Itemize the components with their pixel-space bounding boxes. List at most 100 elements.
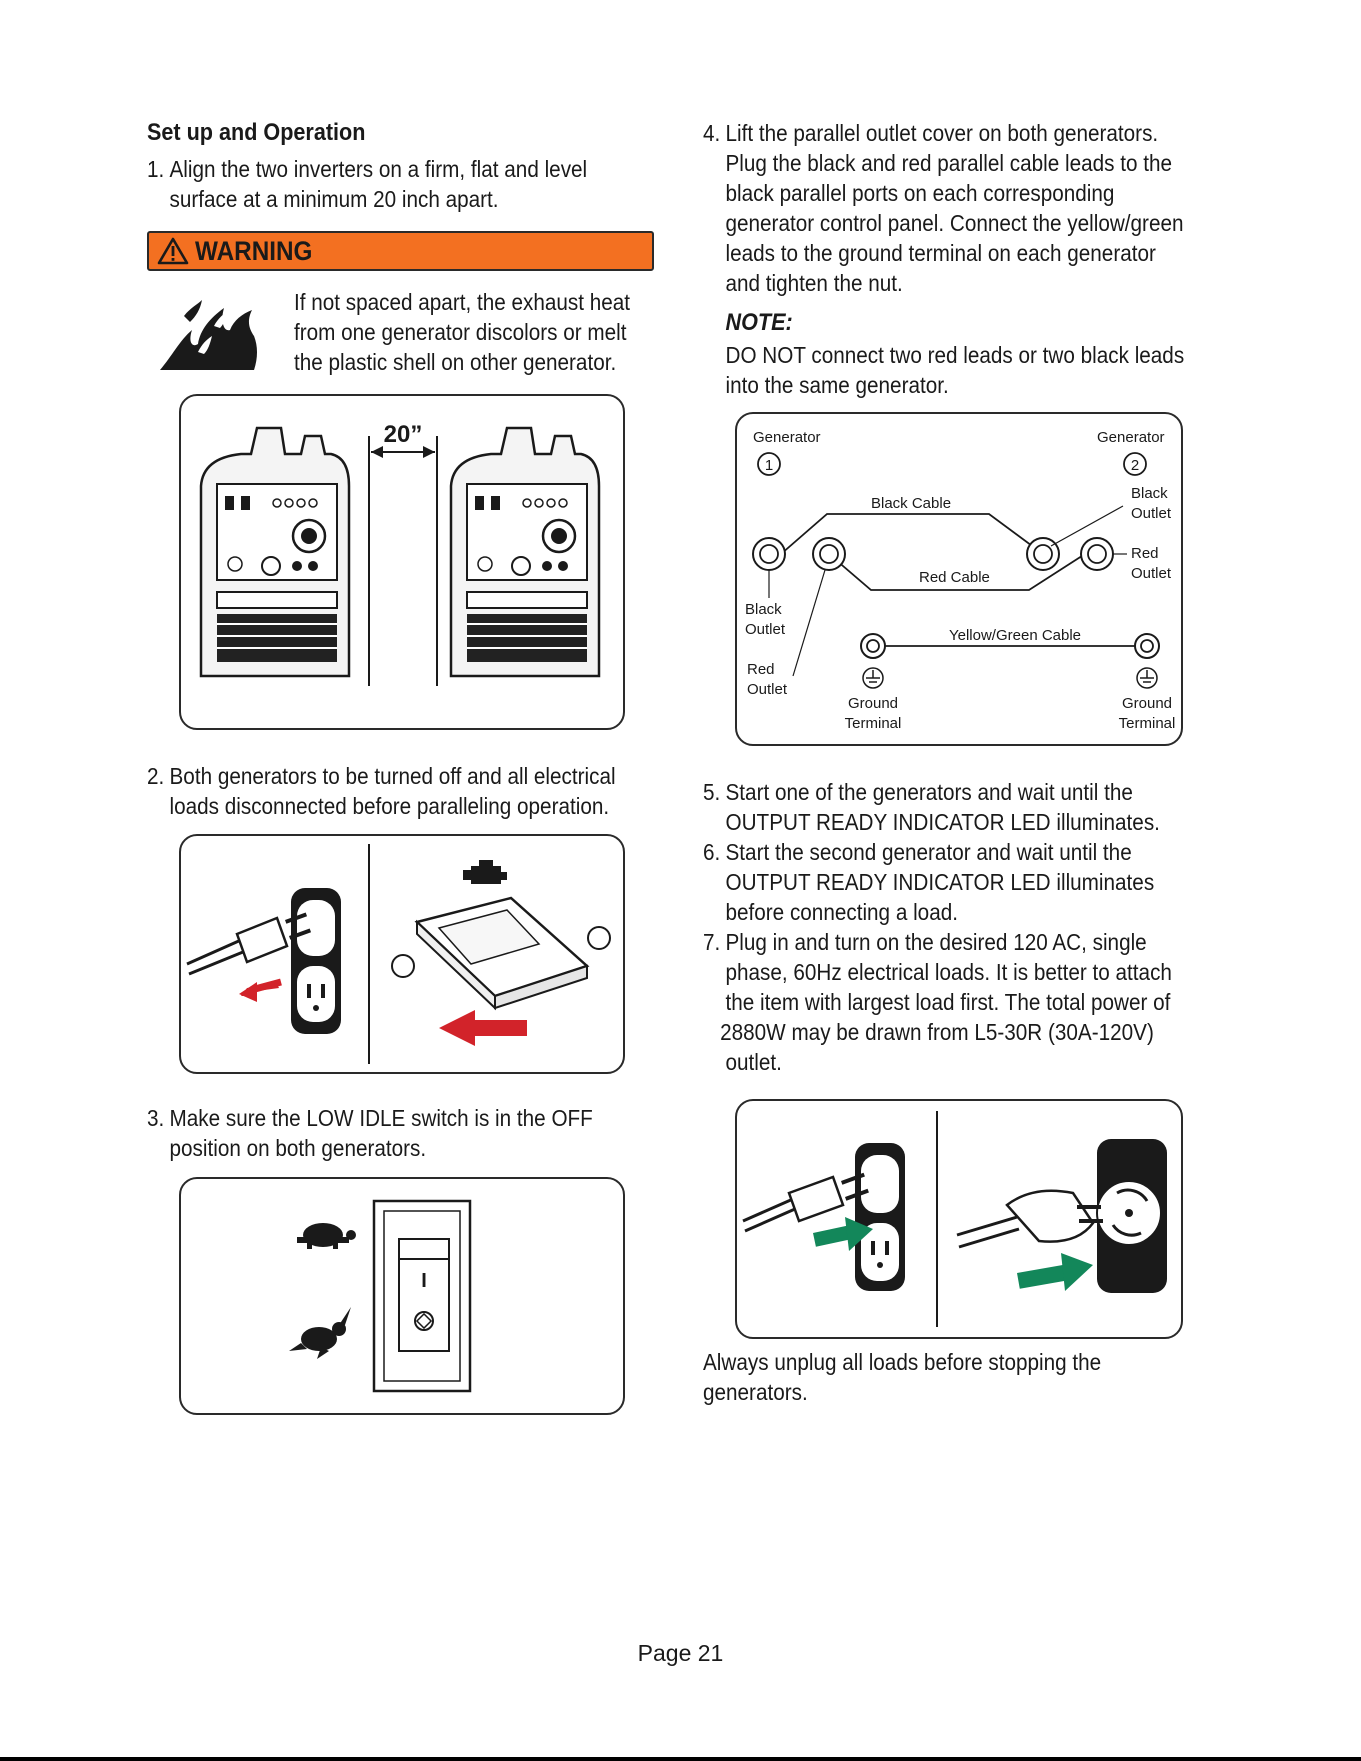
distance-label: 20”: [384, 421, 423, 448]
wiring-illustration: Generator 1 Generator 2 Black Cable Red …: [745, 429, 1176, 732]
connect-loads-figure: [735, 1099, 1183, 1339]
step-line: OUTPUT READY INDICATOR LED illuminates.: [725, 809, 1160, 835]
generator-1-number: 1: [765, 457, 773, 474]
power-plug: [742, 1172, 869, 1233]
wall-outlet: [291, 888, 341, 1034]
step-line: before connecting a load.: [725, 899, 958, 925]
fire-hazard-icon: [160, 300, 257, 370]
wall-outlet: [855, 1143, 905, 1291]
step-line: 2880W may be drawn from L5-30R (30A-120V…: [720, 1019, 1154, 1045]
twist-lock-outlet: [1096, 1139, 1167, 1293]
gen2-black-outlet: [1026, 537, 1060, 571]
step-line: surface at a minimum 20 inch apart.: [169, 186, 499, 212]
warning-line: If not spaced apart, the exhaust heat: [294, 289, 631, 315]
power-plug: [186, 912, 312, 976]
green-arrow-icon: [1017, 1253, 1093, 1291]
ground-symbol-icon: [862, 667, 884, 689]
note-line: DO NOT connect two red leads or two blac…: [725, 342, 1185, 368]
step-5: 5. Start one of the generators and wait …: [703, 777, 1223, 837]
generator-1-label: Generator: [753, 429, 821, 446]
yellow-green-cable-label: Yellow/Green Cable: [949, 627, 1081, 644]
warning-triangle-icon: [157, 237, 189, 265]
gen2-ground-label-1: Ground: [1122, 695, 1172, 712]
generator-left: [199, 426, 351, 678]
step-line: the item with largest load first. The to…: [725, 989, 1171, 1015]
step-line: leads to the ground terminal on each gen…: [725, 240, 1156, 266]
rocker-switch: [414, 896, 590, 1011]
step-number: 2.: [147, 763, 165, 789]
step-line: loads disconnected before paralleling op…: [169, 793, 610, 819]
section-title: Set up and Operation: [147, 119, 366, 146]
gen1-black-outlet: [752, 537, 786, 571]
step-line: and tighten the nut.: [725, 270, 903, 296]
gen2-black-outlet-label-2: Outlet: [1131, 505, 1172, 522]
note-title: NOTE:: [725, 309, 793, 336]
gen1-ground-label-1: Ground: [848, 695, 898, 712]
connect-loads-illustration: [742, 1111, 1167, 1327]
closing-text: Always unplug all loads before stopping …: [703, 1347, 1223, 1407]
disconnect-figure: [179, 834, 625, 1074]
step-line: Align the two inverters on a firm, flat …: [169, 156, 588, 182]
turtle-icon: [297, 1223, 356, 1249]
step-line: Lift the parallel outlet cover on both g…: [725, 120, 1159, 146]
closing-line: Always unplug all loads before stopping …: [703, 1349, 1102, 1375]
red-cable-label: Red Cable: [919, 569, 990, 586]
step-number: 1.: [147, 156, 165, 182]
generator-2-number: 2: [1131, 457, 1139, 474]
step-line: OUTPUT READY INDICATOR LED illuminates: [725, 869, 1155, 895]
left-column: Set up and Operation 1. Align the two in…: [147, 118, 667, 214]
closing-line: generators.: [703, 1379, 808, 1405]
low-idle-switch-figure: I: [179, 1177, 625, 1415]
step-2: 2. Both generators to be turned off and …: [147, 761, 667, 821]
step-line: position on both generators.: [169, 1135, 427, 1161]
steps-5-to-7: 5. Start one of the generators and wait …: [703, 777, 1223, 1077]
step-1: 1. Align the two inverters on a firm, fl…: [147, 154, 667, 214]
rabbit-icon: [289, 1307, 351, 1359]
warning-line: from one generator discolors or melt: [294, 319, 627, 345]
gen1-red-outlet-label-1: Red: [747, 661, 775, 678]
twist-lock-plug: [956, 1189, 1103, 1249]
step-line: Make sure the LOW IDLE switch is in the …: [169, 1105, 593, 1131]
green-arrow-icon: [813, 1217, 873, 1251]
gen2-black-outlet-label-1: Black: [1131, 485, 1168, 502]
gen1-red-outlet: [812, 537, 846, 571]
low-idle-switch-illustration: I: [289, 1199, 472, 1393]
step-number: 7.: [703, 929, 721, 955]
off-symbol-icon: [391, 954, 415, 978]
step-number: 4.: [703, 120, 721, 146]
step-line: Plug in and turn on the desired 120 AC, …: [725, 929, 1147, 955]
distance-marker: 20”: [368, 421, 438, 686]
step-6: 6. Start the second generator and wait u…: [703, 837, 1223, 927]
idle-switch: I: [372, 1199, 472, 1393]
step-line: Start the second generator and wait unti…: [725, 839, 1132, 865]
parallel-wiring-diagram: Generator 1 Generator 2 Black Cable Red …: [735, 412, 1183, 746]
black-cable-label: Black Cable: [871, 495, 951, 512]
note-body: DO NOT connect two red leads or two blac…: [726, 340, 1224, 400]
step-number: 3.: [147, 1105, 165, 1131]
generator-right: [449, 426, 601, 678]
gen1-ground-terminal: [860, 633, 886, 659]
page-number: Page 21: [637, 1640, 724, 1666]
disconnect-illustration: [186, 844, 611, 1064]
bottom-rule: [0, 1757, 1361, 1761]
step-line: black parallel ports on each correspondi…: [725, 180, 1115, 206]
on-mark: I: [421, 1270, 427, 1292]
step-7: 7. Plug in and turn on the desired 120 A…: [703, 927, 1223, 1077]
step-number: 5.: [703, 779, 721, 805]
warning-banner: WARNING: [147, 231, 654, 271]
warning-label: WARNING: [195, 235, 313, 266]
step-line: outlet.: [725, 1049, 782, 1075]
step-line: generator control panel. Connect the yel…: [725, 210, 1184, 236]
step-line: Both generators to be turned off and all…: [169, 763, 616, 789]
on-symbol-icon: [587, 926, 611, 950]
gen2-ground-label-2: Terminal: [1119, 715, 1176, 732]
gen2-red-outlet-label-2: Outlet: [1131, 565, 1172, 582]
gen2-red-outlet-label-1: Red: [1131, 545, 1159, 562]
gen2-ground-terminal: [1134, 633, 1160, 659]
engine-icon: [463, 860, 507, 884]
right-column: 4. Lift the parallel outlet cover on bot…: [703, 118, 1223, 400]
generator-spacing-figure: 20”: [179, 394, 625, 730]
step-line: Plug the black and red parallel cable le…: [725, 150, 1172, 176]
generator-spacing-illustration: 20”: [199, 421, 601, 686]
